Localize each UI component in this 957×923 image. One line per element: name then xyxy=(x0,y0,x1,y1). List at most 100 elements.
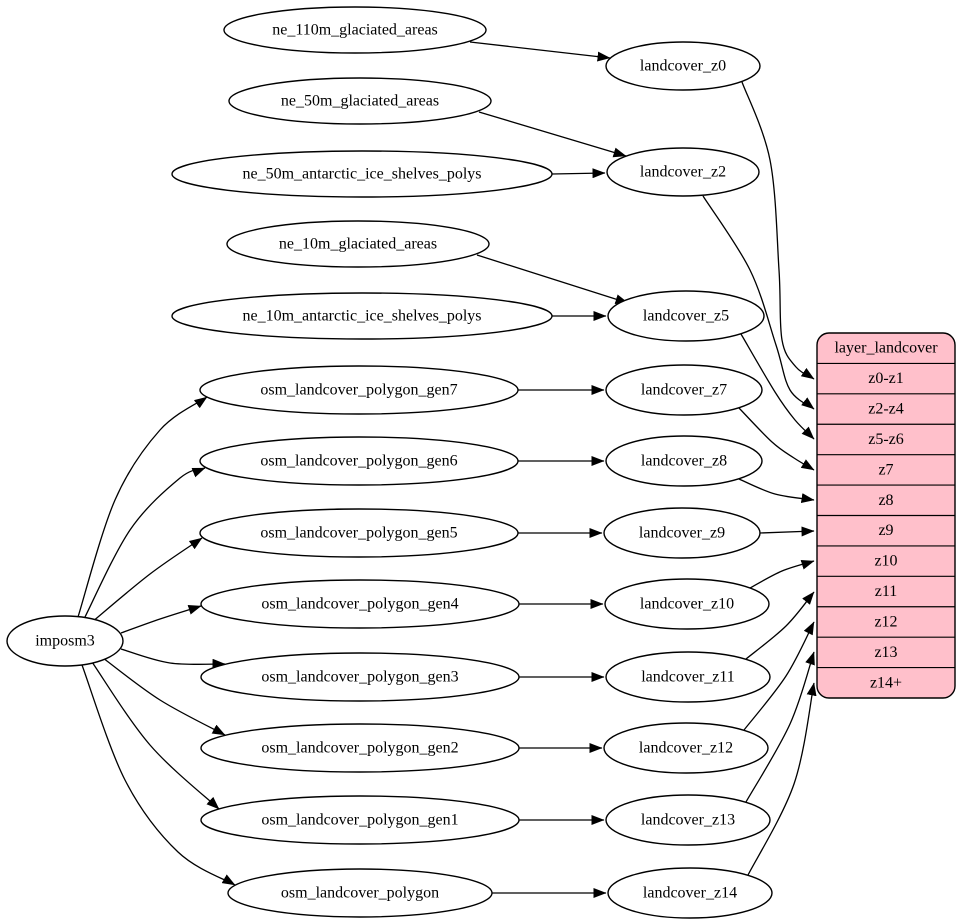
edge-landcover_z7-to-layer_landcover:z7 xyxy=(738,407,815,471)
node-ne_10m_antarctic_ice_shelves_polys: ne_10m_antarctic_ice_shelves_polys xyxy=(171,292,553,340)
node-landcover_z2: landcover_z2 xyxy=(606,147,760,197)
table-layer: layer_landcoverz0-z1z2-z4z5-z6z7z8z9z10z… xyxy=(816,332,956,699)
node-osm_landcover_polygon_gen5: osm_landcover_polygon_gen5 xyxy=(199,508,519,558)
node-shape xyxy=(171,150,553,198)
edge-imposm3-to-osm_landcover_polygon_gen7 xyxy=(77,396,208,618)
node-shape xyxy=(607,867,773,919)
node-osm_landcover_polygon_gen7: osm_landcover_polygon_gen7 xyxy=(199,365,519,415)
node-label: ne_10m_antarctic_ice_shelves_polys xyxy=(242,308,481,325)
edge-ne_110m_glaciated_areas-to-landcover_z0 xyxy=(469,41,611,62)
node-ne_50m_antarctic_ice_shelves_polys: ne_50m_antarctic_ice_shelves_polys xyxy=(171,150,553,198)
node-landcover_z9: landcover_z9 xyxy=(603,507,761,559)
edge-imposm3-to-osm_landcover_polygon_gen2 xyxy=(102,657,226,736)
node-shape xyxy=(604,578,770,630)
node-shape xyxy=(226,220,490,268)
node-osm_landcover_polygon_gen1: osm_landcover_polygon_gen1 xyxy=(200,795,520,845)
node-label: osm_landcover_polygon_gen5 xyxy=(260,525,457,542)
edge-landcover_z10-to-layer_landcover:z10 xyxy=(749,559,815,589)
node-landcover_z5: landcover_z5 xyxy=(607,290,765,342)
node-ne_10m_glaciated_areas: ne_10m_glaciated_areas xyxy=(226,220,490,268)
node-label: landcover_z2 xyxy=(640,164,726,181)
node-landcover_z11: landcover_z11 xyxy=(605,651,771,703)
edge-ne_10m_glaciated_areas-to-landcover_z5 xyxy=(476,254,629,304)
edge-landcover_z13-to-layer_landcover:z13 xyxy=(745,651,815,803)
edges-layer xyxy=(77,41,817,898)
table-header: layer_landcover xyxy=(834,340,938,357)
node-landcover_z7: landcover_z7 xyxy=(605,364,763,416)
node-shape xyxy=(6,615,124,667)
node-shape xyxy=(200,795,520,845)
node-shape xyxy=(607,290,765,342)
node-label: imposm3 xyxy=(35,633,95,650)
node-label: landcover_z11 xyxy=(641,669,735,686)
node-label: landcover_z9 xyxy=(639,525,725,542)
node-shape xyxy=(603,722,769,774)
table-layer_landcover: layer_landcoverz0-z1z2-z4z5-z6z7z8z9z10z… xyxy=(816,332,956,699)
node-label: osm_landcover_polygon_gen6 xyxy=(260,453,457,470)
table-row-label: z8 xyxy=(878,492,893,509)
node-label: landcover_z10 xyxy=(640,596,734,613)
edge-imposm3-to-osm_landcover_polygon_gen1 xyxy=(91,661,220,810)
node-shape xyxy=(223,6,487,54)
table-row-label: z5-z6 xyxy=(868,431,904,448)
table-row-label: z2-z4 xyxy=(868,401,904,418)
node-shape xyxy=(200,652,520,702)
node-imposm3: imposm3 xyxy=(6,615,124,667)
node-landcover_z12: landcover_z12 xyxy=(603,722,769,774)
node-label: ne_50m_antarctic_ice_shelves_polys xyxy=(242,166,481,183)
node-osm_landcover_polygon_gen2: osm_landcover_polygon_gen2 xyxy=(200,723,520,773)
edge-imposm3-to-osm_landcover_polygon xyxy=(81,664,236,886)
node-shape xyxy=(200,579,520,629)
table-row-label: z14+ xyxy=(870,674,902,691)
node-shape xyxy=(199,436,519,486)
table-row-label: z7 xyxy=(878,461,893,478)
node-label: landcover_z7 xyxy=(641,382,727,399)
node-shape xyxy=(605,794,771,846)
node-label: landcover_z13 xyxy=(641,812,735,829)
node-label: osm_landcover_polygon_gen3 xyxy=(261,669,458,686)
node-shape xyxy=(199,365,519,415)
table-row-label: z0-z1 xyxy=(868,370,904,387)
node-shape xyxy=(200,723,520,773)
node-osm_landcover_polygon_gen3: osm_landcover_polygon_gen3 xyxy=(200,652,520,702)
table-row-label: z9 xyxy=(878,522,893,539)
node-label: landcover_z8 xyxy=(641,453,727,470)
node-label: osm_landcover_polygon_gen7 xyxy=(260,382,457,399)
edge-imposm3-to-osm_landcover_polygon_gen6 xyxy=(83,467,206,620)
edge-imposm3-to-osm_landcover_polygon_gen4 xyxy=(120,605,202,634)
edge-ne_50m_glaciated_areas-to-landcover_z2 xyxy=(478,111,627,158)
node-label: osm_landcover_polygon xyxy=(281,885,439,902)
node-landcover_z13: landcover_z13 xyxy=(605,794,771,846)
node-label: ne_50m_glaciated_areas xyxy=(281,93,439,110)
edge-landcover_z12-to-layer_landcover:z12 xyxy=(743,621,815,731)
node-shape xyxy=(605,651,771,703)
edge-imposm3-to-osm_landcover_polygon_gen3 xyxy=(120,648,226,669)
table-row-label: z11 xyxy=(875,583,898,600)
node-shape xyxy=(605,435,763,487)
node-ne_50m_glaciated_areas: ne_50m_glaciated_areas xyxy=(228,77,492,125)
node-shape xyxy=(606,147,760,197)
node-label: osm_landcover_polygon_gen1 xyxy=(261,812,458,829)
node-landcover_z0: landcover_z0 xyxy=(605,41,761,91)
node-label: landcover_z0 xyxy=(640,58,726,75)
node-shape xyxy=(199,508,519,558)
edge-ne_50m_antarctic_ice_shelves_polys-to-landcover_z2 xyxy=(551,168,606,179)
node-shape xyxy=(228,77,492,125)
node-shape xyxy=(605,364,763,416)
node-label: landcover_z12 xyxy=(639,740,733,757)
edge-landcover_z9-to-layer_landcover:z9 xyxy=(759,526,815,537)
node-label: osm_landcover_polygon_gen2 xyxy=(261,740,458,757)
node-landcover_z14: landcover_z14 xyxy=(607,867,773,919)
node-osm_landcover_polygon: osm_landcover_polygon xyxy=(227,868,493,918)
node-label: osm_landcover_polygon_gen4 xyxy=(261,596,458,613)
nodes-layer: imposm3ne_110m_glaciated_areasne_50m_gla… xyxy=(6,6,773,919)
node-label: landcover_z5 xyxy=(643,308,729,325)
node-landcover_z8: landcover_z8 xyxy=(605,435,763,487)
node-shape xyxy=(603,507,761,559)
node-label: landcover_z14 xyxy=(643,885,737,902)
edge-landcover_z5-to-layer_landcover:z5-z6 xyxy=(740,333,815,440)
table-row-label: z12 xyxy=(874,613,897,630)
node-osm_landcover_polygon_gen4: osm_landcover_polygon_gen4 xyxy=(200,579,520,629)
